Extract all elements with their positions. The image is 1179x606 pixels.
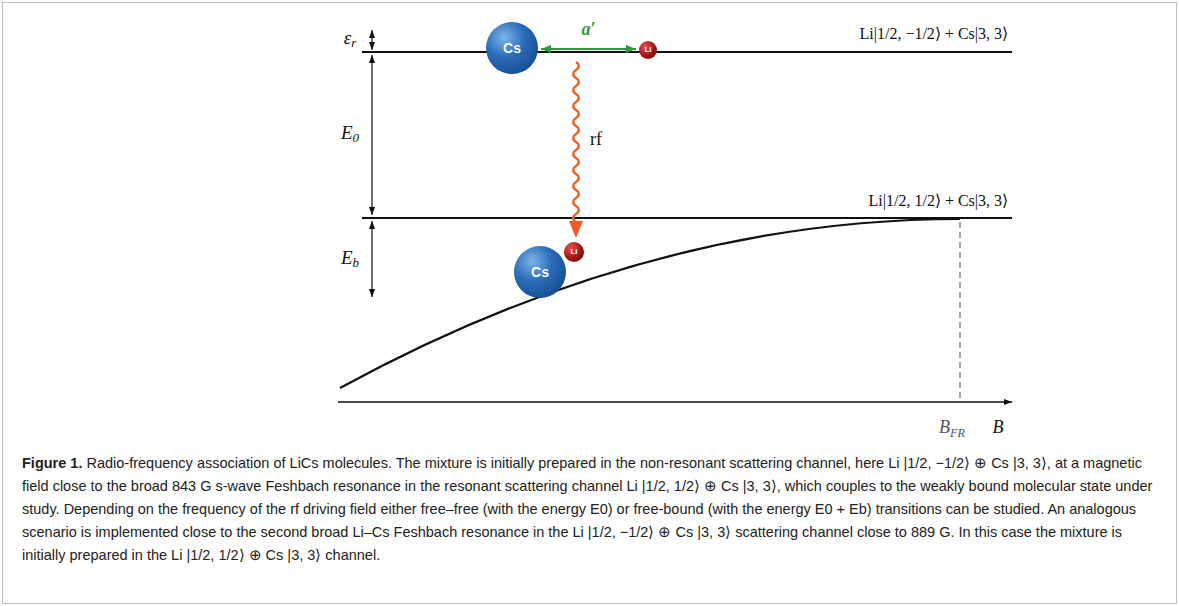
channel-label: Li|1/2, 1/2⟩ + Cs|3, 3⟩ (869, 192, 1008, 210)
atom-symbol: Cs (503, 41, 521, 55)
atom-symbol: Cs (531, 265, 549, 279)
lithium-atom: Li (564, 242, 584, 262)
rf-label: rf (590, 130, 602, 150)
label-subscript: b (353, 255, 359, 270)
energy-label: Eb (341, 248, 359, 269)
cesium-atom: Cs (514, 246, 566, 298)
channel-label: Li|1/2, −1/2⟩ + Cs|3, 3⟩ (860, 25, 1008, 43)
figure-frame (3, 3, 1177, 604)
resonance-dashed-line (959, 222, 961, 400)
label-base: B (939, 417, 950, 437)
label-base: E (341, 122, 353, 143)
bound-state-curve (340, 219, 960, 388)
caption-body: Radio-frequency association of LiCs mole… (22, 455, 1152, 563)
label-subscript: r (351, 35, 356, 50)
eb-double-arrow (371, 221, 372, 297)
label-subscript: 0 (353, 130, 359, 145)
figure-caption: Figure 1. Radio-frequency association of… (22, 452, 1158, 567)
energy-label: εr (344, 28, 357, 49)
axis-label: B (993, 418, 1004, 438)
upper-energy-level (362, 51, 1012, 53)
resonance-field-label: BFR (939, 418, 965, 438)
label-base: E (341, 247, 353, 268)
caption-number: Figure 1. (22, 455, 82, 471)
lithium-atom: Li (639, 41, 657, 59)
e0-double-arrow (371, 55, 372, 215)
lower-energy-level (362, 217, 1012, 219)
label-base: ε (344, 27, 352, 48)
atom-symbol: Li (644, 46, 651, 54)
cesium-atom: Cs (486, 22, 538, 74)
atom-symbol: Li (570, 248, 577, 256)
field-axis (338, 401, 1012, 403)
scattering-length-arrow (541, 48, 636, 50)
rf-arrow-head (569, 221, 583, 238)
label-subscript: FR (950, 426, 965, 440)
energy-label: E0 (341, 123, 359, 144)
epsilon-double-arrow (371, 30, 372, 50)
edge-label: a′ (578, 20, 598, 40)
rf-wave (573, 62, 579, 222)
